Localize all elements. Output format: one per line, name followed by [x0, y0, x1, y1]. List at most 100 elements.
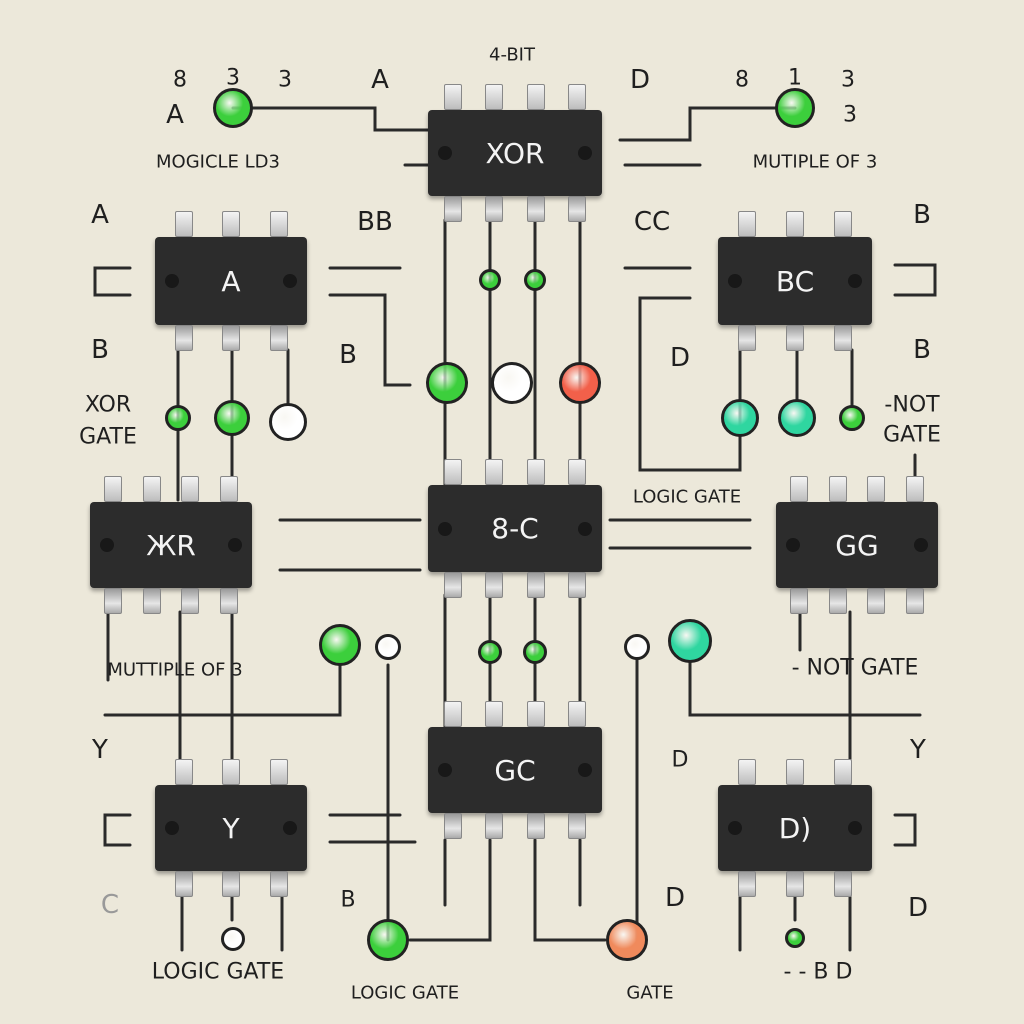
chip-pin	[485, 813, 504, 839]
led-off	[624, 634, 650, 660]
chip-label: BC	[775, 264, 815, 298]
chip-notch-icon	[165, 821, 179, 835]
chip-pin	[526, 572, 545, 598]
chip-pin	[786, 211, 804, 237]
label: A	[91, 200, 109, 230]
label: GATE	[883, 422, 941, 448]
chip-bc: BC	[718, 211, 872, 351]
chip-pin	[834, 211, 853, 237]
chip-pin	[443, 572, 462, 598]
led-orange	[606, 919, 648, 961]
label: 3	[226, 65, 240, 91]
label: - - B D	[783, 959, 853, 985]
chip-pin	[905, 476, 924, 502]
led-teal	[778, 399, 816, 437]
chip-notch-icon	[438, 521, 452, 536]
chip-pin	[142, 476, 161, 502]
chip-label: XOR	[485, 136, 545, 170]
chip-pin	[568, 84, 587, 110]
chip-pin	[443, 84, 462, 110]
label: 3	[841, 67, 855, 93]
chip-pin	[222, 325, 240, 351]
label: D	[671, 747, 689, 773]
label: MUTIPLE OF 3	[752, 151, 878, 173]
led-green	[478, 640, 502, 664]
chip-pin	[222, 211, 240, 237]
wire	[893, 813, 917, 847]
label: A	[371, 65, 389, 95]
wire	[688, 658, 922, 717]
chip-pin	[568, 813, 587, 839]
chip-label: 8-C	[491, 512, 539, 545]
chip-pin	[834, 325, 853, 351]
chip-pin	[443, 196, 462, 222]
chip-notch-icon	[914, 538, 928, 552]
chip-notch-icon	[283, 274, 297, 288]
wire	[328, 293, 412, 387]
led-green	[367, 919, 409, 961]
chip-pin	[867, 588, 886, 614]
led-green	[839, 405, 865, 431]
chip-label: A	[221, 264, 241, 298]
chip-notch-icon	[848, 274, 862, 288]
chip-pin	[905, 588, 924, 614]
chip-pin	[443, 813, 462, 839]
chip-pin	[526, 459, 545, 485]
label: B	[339, 340, 357, 370]
chip-label: GG	[835, 528, 879, 562]
chip-pin	[174, 759, 193, 785]
chip-pin	[526, 84, 545, 110]
chip-pin	[834, 759, 853, 785]
chip-pin	[174, 211, 193, 237]
chip-notch-icon	[578, 763, 592, 777]
label: Y	[92, 735, 108, 765]
diagram-title: 4-BIT	[489, 44, 535, 66]
label: C	[100, 890, 120, 920]
chip-pin	[786, 759, 804, 785]
chip-pin	[269, 871, 288, 897]
wire	[231, 106, 434, 132]
label: D	[629, 65, 651, 95]
chip-pin	[737, 211, 756, 237]
label: - NOT GATE	[791, 655, 919, 681]
label: LOGIC GATE	[632, 486, 742, 508]
chip-pin	[526, 196, 545, 222]
label: LOGIC GATE	[151, 959, 285, 985]
chip-label: Y	[222, 811, 240, 845]
chip-pin	[174, 871, 193, 897]
label: MOGICLE LD3	[156, 151, 280, 173]
led-green	[524, 269, 546, 291]
label: CC	[633, 207, 671, 237]
chip-a: A	[155, 211, 307, 351]
label: D	[664, 883, 686, 913]
led-off	[269, 403, 307, 441]
chip-pin	[790, 476, 809, 502]
wire	[618, 106, 797, 142]
chip-notch-icon	[438, 146, 452, 160]
chip-label: ЖR	[146, 528, 196, 562]
led-teal	[668, 619, 712, 663]
chip-notch-icon	[578, 521, 592, 536]
chip-gc: GC	[428, 701, 602, 839]
label: -NOT	[884, 392, 940, 418]
chip-pin	[568, 196, 587, 222]
chip-pin	[269, 759, 288, 785]
chip-notch-icon	[786, 538, 800, 552]
chip-gg: GG	[776, 476, 938, 614]
chip-pin	[828, 476, 847, 502]
chip-pin	[485, 84, 504, 110]
chip-pin	[222, 871, 240, 897]
led-green	[523, 640, 547, 664]
wire	[103, 663, 342, 717]
chip-pin	[269, 325, 288, 351]
chip-pin	[834, 871, 853, 897]
chip-pin	[485, 572, 504, 598]
chip-notch-icon	[100, 538, 114, 552]
chip-pin	[526, 701, 545, 727]
led-off	[375, 634, 401, 660]
label: 3	[843, 102, 857, 128]
chip-xr: ЖR	[90, 476, 252, 614]
chip-pin	[786, 325, 804, 351]
led-off	[221, 927, 245, 951]
chip-pin	[485, 701, 504, 727]
